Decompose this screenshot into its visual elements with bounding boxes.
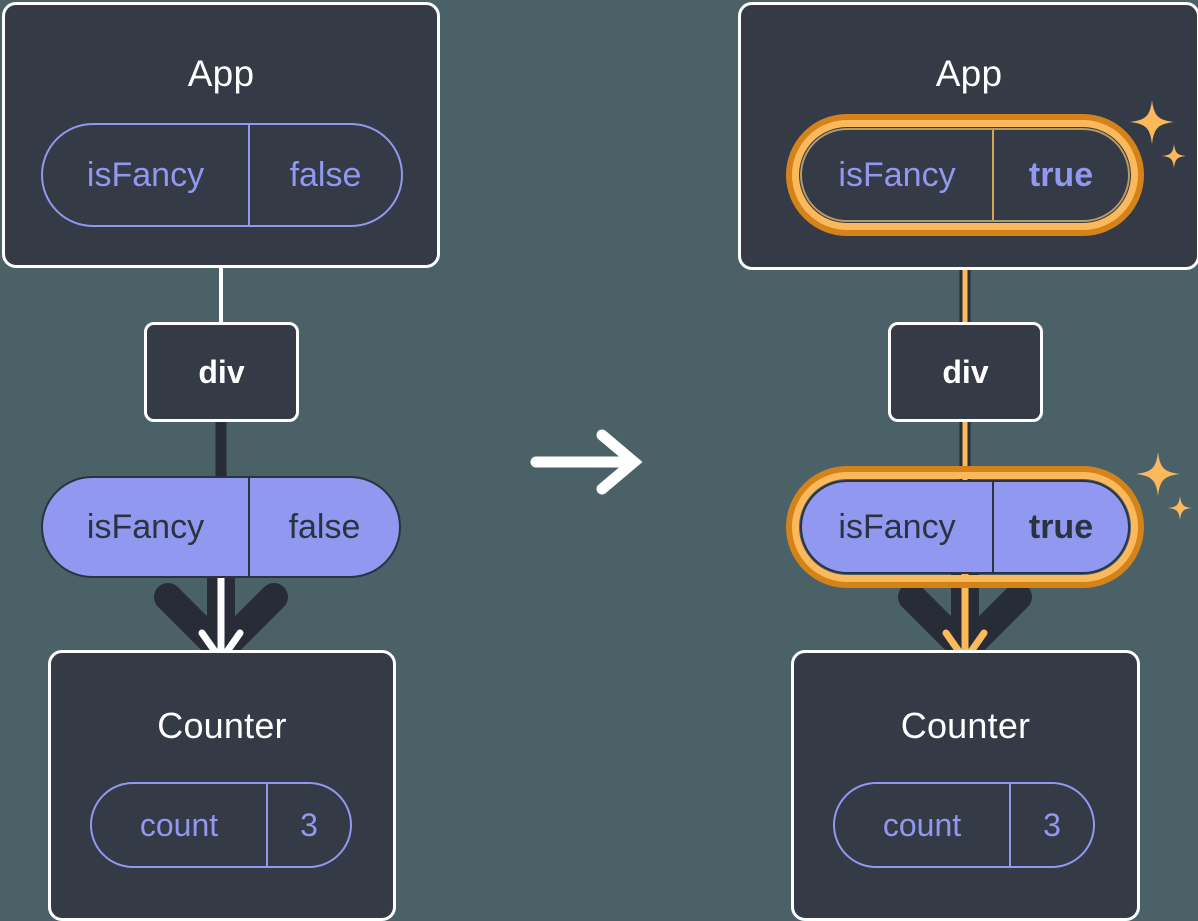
- right-app-state-pill[interactable]: isFancy true: [800, 128, 1130, 222]
- right-app-state-key: isFancy: [838, 156, 956, 194]
- right-counter-state-pill[interactable]: count 3: [833, 782, 1095, 868]
- right-counter-title: Counter: [900, 705, 1031, 746]
- left-counter-state-pill[interactable]: count 3: [90, 782, 352, 868]
- left-counter-state-key: count: [139, 807, 219, 843]
- left-div-label: div: [198, 354, 245, 390]
- right-prop-key: isFancy: [838, 508, 956, 546]
- right-div-element-box: div: [888, 322, 1043, 422]
- left-prop-pill[interactable]: isFancy false: [41, 476, 401, 578]
- left-app-state-value: false: [289, 156, 362, 194]
- right-app-sparkles-icon: [1130, 100, 1186, 168]
- left-app-state-key: isFancy: [86, 156, 205, 194]
- right-prop-pill[interactable]: isFancy true: [800, 480, 1130, 574]
- transition-arrow-right-icon: [530, 429, 643, 495]
- left-counter-state-value: 3: [300, 807, 318, 843]
- right-counter-state-divider: [1009, 784, 1011, 866]
- left-app-state-divider: [248, 125, 250, 225]
- left-app-state-pill[interactable]: isFancy false: [41, 123, 403, 227]
- right-counter-state-key: count: [882, 807, 962, 843]
- left-prop-key: isFancy: [86, 508, 205, 546]
- left-counter-state-divider: [266, 784, 268, 866]
- left-prop-divider: [248, 478, 250, 576]
- right-div-label: div: [942, 354, 989, 390]
- right-app-state-divider: [992, 130, 994, 220]
- right-app-title: App: [935, 53, 1003, 94]
- right-counter-state-value: 3: [1043, 807, 1061, 843]
- left-app-title: App: [187, 53, 255, 94]
- right-app-state-value: true: [1028, 156, 1094, 194]
- right-prop-divider: [992, 482, 994, 572]
- right-prop-value: true: [1028, 508, 1094, 546]
- right-prop-sparkles-icon: [1136, 452, 1192, 520]
- left-div-element-box: div: [144, 322, 299, 422]
- left-counter-title: Counter: [157, 705, 287, 746]
- left-prop-value: false: [288, 508, 361, 546]
